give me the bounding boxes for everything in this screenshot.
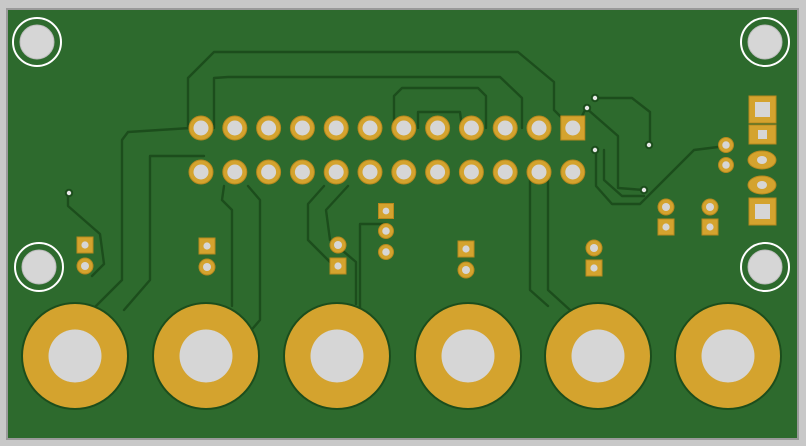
trace — [392, 86, 488, 130]
trace — [602, 148, 646, 198]
square-pad — [76, 236, 94, 254]
via — [590, 93, 600, 103]
header-pin — [425, 159, 451, 185]
round-pad — [718, 157, 734, 173]
mount-holes — [12, 17, 790, 292]
via — [582, 103, 592, 113]
trace — [358, 222, 388, 322]
screw-terminal — [544, 302, 652, 410]
mount-hole-top-left — [12, 17, 62, 67]
header-pin — [492, 159, 518, 185]
trace — [594, 144, 728, 206]
screw-terminal — [21, 302, 129, 410]
round-pad — [76, 257, 94, 275]
round-pad — [457, 261, 475, 279]
square-pad — [457, 240, 475, 258]
trace — [324, 184, 358, 306]
trace — [594, 96, 652, 147]
trace — [122, 154, 206, 312]
header-pin — [222, 115, 248, 141]
round-pad — [329, 236, 347, 254]
header-pin — [188, 115, 214, 141]
header-pin — [526, 159, 552, 185]
header-pin — [391, 115, 417, 141]
header-pin — [256, 159, 282, 185]
header-pin — [526, 115, 552, 141]
trace — [220, 184, 234, 308]
screw-terminal — [152, 302, 260, 410]
screw-terminal — [674, 302, 782, 410]
trace — [416, 110, 464, 130]
round-pad — [585, 239, 603, 257]
trace — [94, 126, 192, 308]
screw-terminals — [21, 302, 782, 410]
square-pad — [701, 218, 719, 236]
trace — [528, 170, 550, 308]
trace — [306, 184, 332, 264]
via — [644, 140, 654, 150]
header-pin — [357, 115, 383, 141]
header-pin — [357, 159, 383, 185]
header-pin — [289, 159, 315, 185]
header-pin — [289, 115, 315, 141]
header-pin — [458, 159, 484, 185]
mount-hole-top-right — [740, 17, 790, 67]
vias — [64, 93, 654, 198]
mount-hole-mid-right — [740, 242, 790, 292]
header-pin — [458, 115, 484, 141]
header-pin — [323, 159, 349, 185]
components — [76, 95, 777, 279]
header-pin — [560, 159, 586, 185]
side-connector — [747, 95, 777, 226]
header-pin — [492, 115, 518, 141]
screw-terminal — [283, 302, 391, 410]
via — [64, 188, 74, 198]
round-pad — [657, 198, 675, 216]
trace — [186, 50, 574, 130]
via — [639, 185, 649, 195]
mount-hole-mid-left — [14, 242, 64, 292]
trace — [66, 190, 106, 278]
round-pad — [378, 244, 394, 260]
header-pin — [391, 159, 417, 185]
square-pad — [585, 259, 603, 277]
header-pin — [323, 115, 349, 141]
header-pin — [188, 159, 214, 185]
trace — [212, 75, 524, 130]
header-pin — [560, 115, 586, 141]
round-pad — [198, 258, 216, 276]
via — [590, 145, 600, 155]
trace — [246, 184, 262, 336]
screw-terminal — [414, 302, 522, 410]
square-pad — [657, 218, 675, 236]
header-pin — [425, 115, 451, 141]
pin-header — [188, 115, 586, 185]
header-pin — [256, 115, 282, 141]
round-pad — [701, 198, 719, 216]
square-pad — [198, 237, 216, 255]
round-pad — [718, 137, 734, 153]
header-pin — [222, 159, 248, 185]
square-pad — [329, 257, 347, 275]
square-pad — [378, 203, 394, 219]
round-pad — [378, 223, 394, 239]
trace — [584, 106, 646, 192]
